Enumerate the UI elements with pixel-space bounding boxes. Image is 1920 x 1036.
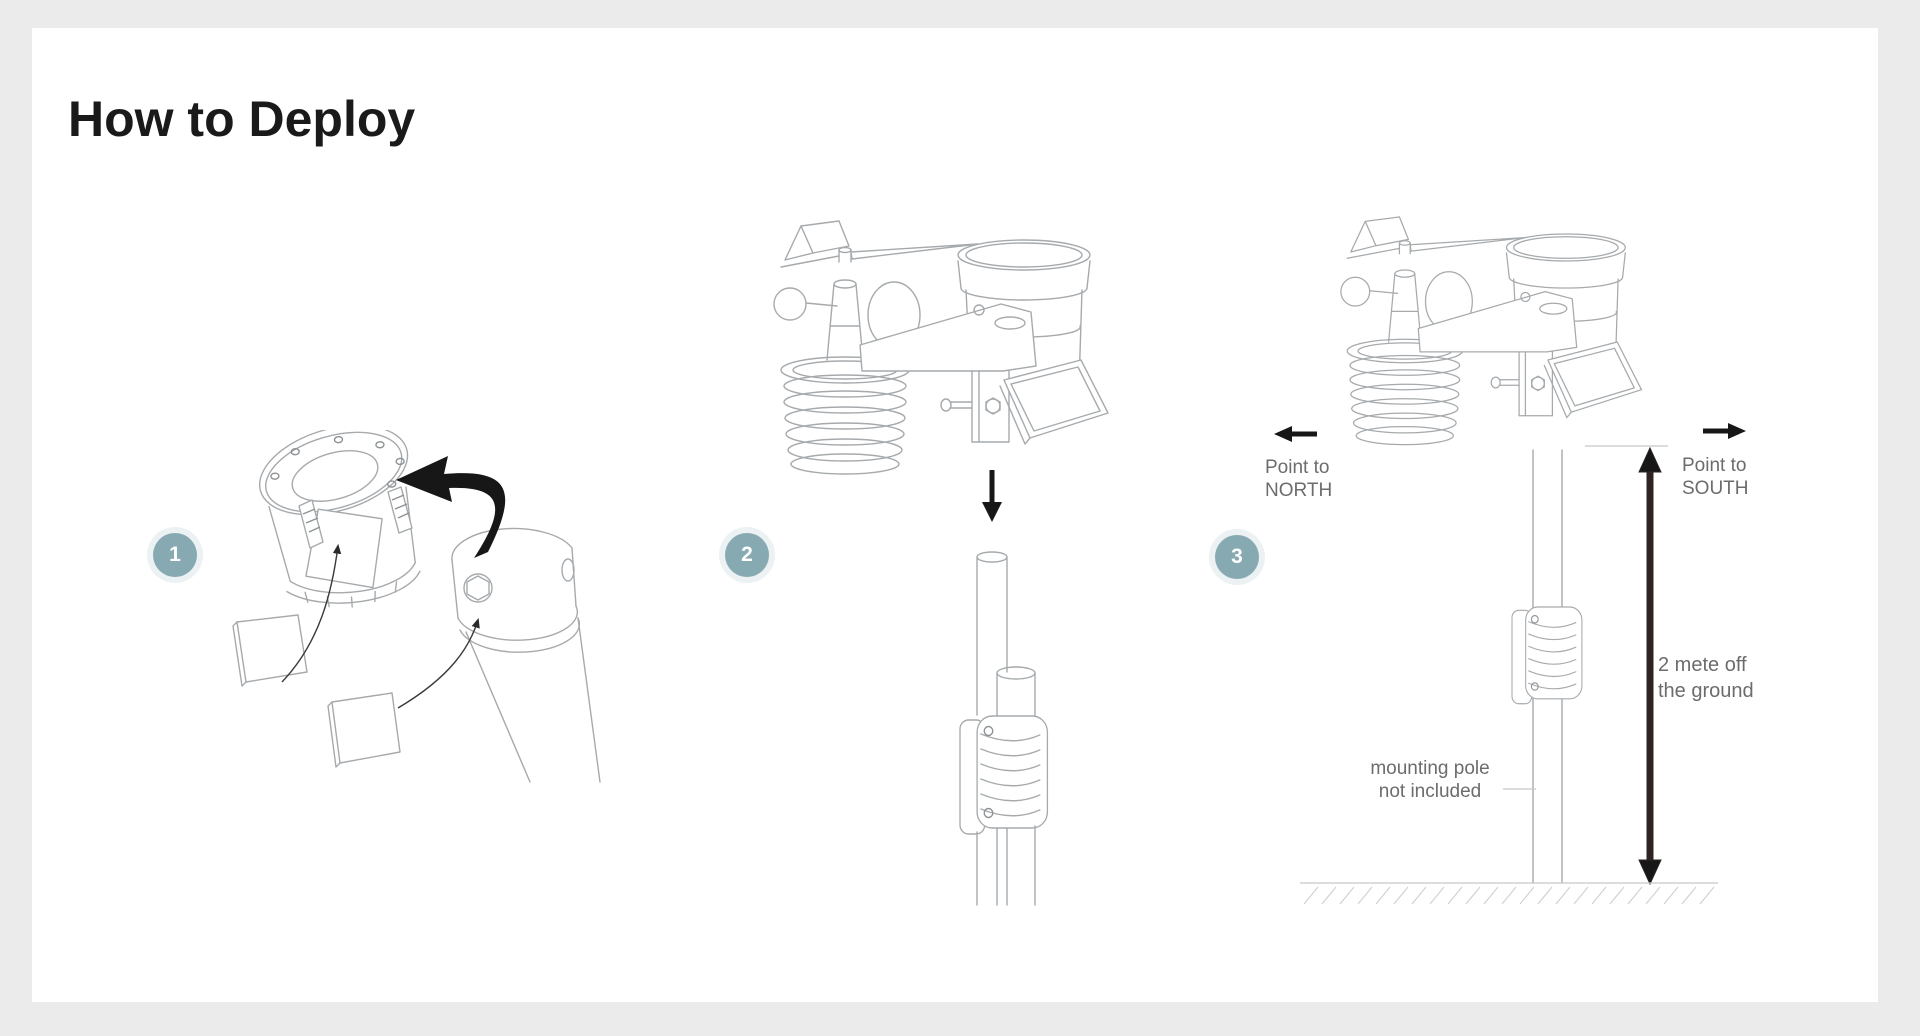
step-1-number: 1 (169, 543, 181, 566)
height-line1: 2 mete off (1658, 654, 1747, 676)
ground-drawing (1300, 882, 1718, 905)
pole-note-label: mounting pole not included (1355, 757, 1505, 803)
point-to-north-line1: Point to (1265, 457, 1330, 478)
point-to-south-line2: SOUTH (1682, 478, 1749, 499)
point-to-south-label: Point to SOUTH (1682, 454, 1749, 500)
gasket-arrow-1-icon (281, 543, 342, 683)
mounting-base-drawing (258, 430, 421, 608)
point-to-north-line2: NORTH (1265, 480, 1333, 501)
point-to-north-label: Point to NORTH (1265, 456, 1332, 502)
mounting-pole-drawing (1511, 449, 1583, 884)
step-2-badge: 2 (725, 533, 769, 577)
pole-note-line2: not included (1378, 781, 1482, 802)
step-3-diagram (1274, 216, 1746, 905)
gasket-plates (232, 614, 401, 768)
height-line2: the ground (1658, 680, 1754, 702)
step-3-badge: 3 (1215, 535, 1259, 579)
weather-station-drawing (773, 220, 1109, 475)
step-2-diagram (773, 220, 1109, 906)
pole-coupler-drawing (451, 527, 601, 783)
step-1-badge: 1 (153, 533, 197, 577)
pole-and-clamp-drawing (959, 551, 1049, 906)
step-3-number: 3 (1231, 545, 1243, 568)
north-arrow-icon (1274, 426, 1317, 442)
south-arrow-icon (1703, 423, 1746, 439)
step-2-number: 2 (741, 543, 753, 566)
mounting-studs (298, 486, 413, 549)
rotate-arrow-icon (396, 456, 506, 558)
page-title: How to Deploy (68, 90, 416, 147)
down-arrow-icon (982, 470, 1002, 522)
gasket-arrow-2-icon (397, 617, 480, 709)
pole-note-line1: mounting pole (1370, 758, 1490, 779)
height-measure-arrow-icon (1585, 445, 1668, 886)
height-label: 2 mete off the ground (1658, 652, 1754, 704)
weather-station-drawing (1340, 216, 1643, 446)
step-1-diagram (232, 430, 601, 783)
point-to-south-line1: Point to (1682, 455, 1747, 476)
